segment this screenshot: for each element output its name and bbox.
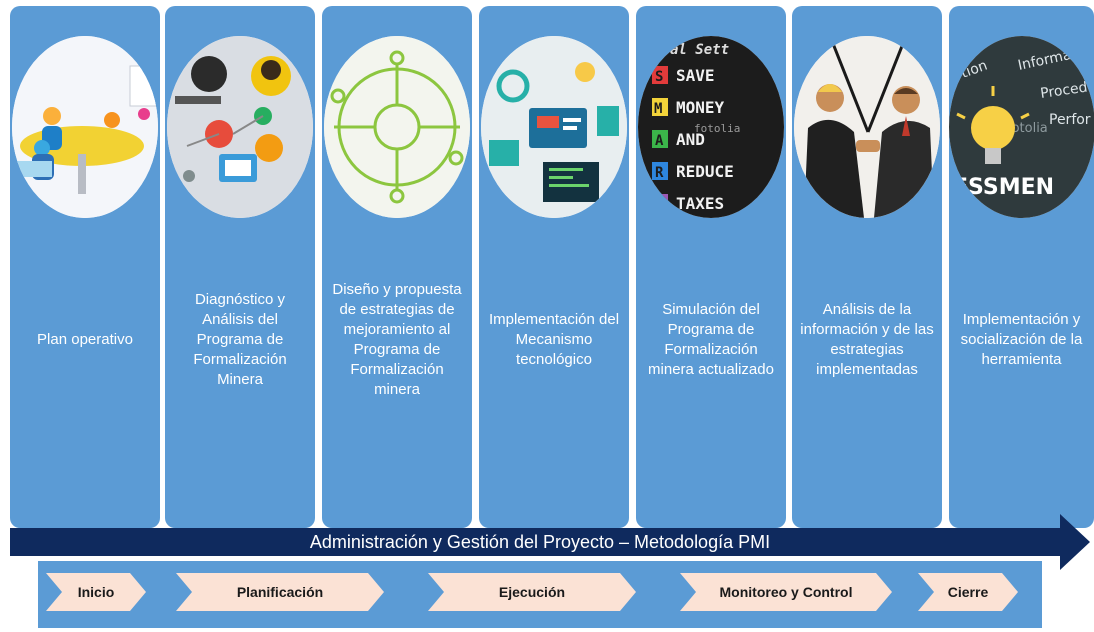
stage-column-6: Análisis de la información y de las estr… [792, 6, 942, 528]
stage-label: Implementación del Mecanismo tecnológico [488, 311, 620, 368]
svg-text:SAVE: SAVE [676, 66, 715, 85]
svg-text:R: R [655, 165, 664, 181]
svg-text:Proced: Proced [1039, 80, 1088, 102]
svg-text:MONEY: MONEY [676, 98, 725, 117]
stage-column-5: al Sett S M A R T SAVE MONEY AND REDUCE … [636, 6, 786, 528]
hub-network-icon [324, 36, 470, 218]
svg-text:S: S [655, 69, 663, 85]
phase-cierre: Cierre [918, 573, 1018, 611]
stage-column-2: Diagnóstico y Análisis del Programa de F… [165, 6, 315, 528]
stage-label: Plan operativo [37, 331, 133, 348]
tech-interface-icon [481, 36, 627, 218]
main-arrow [10, 514, 1094, 570]
svg-text:M: M [654, 101, 662, 117]
svg-text:Perfor: Perfor [1049, 112, 1091, 128]
svg-text:fotolia: fotolia [1007, 121, 1048, 136]
chalkboard-smart-icon: al Sett S M A R T SAVE MONEY AND REDUCE … [638, 36, 784, 218]
svg-text:TAXES: TAXES [676, 194, 724, 213]
team-workspace-icon [167, 36, 313, 218]
stage-label: Diseño y propuesta de estrategias de mej… [332, 281, 462, 398]
phase-ejecucion: Ejecución [428, 573, 636, 611]
phase-monitoreo-control: Monitoreo y Control [680, 573, 892, 611]
phase-planificacion: Planificación [176, 573, 384, 611]
main-arrow-label: Administración y Gestión del Proyecto – … [309, 532, 771, 552]
svg-text:T: T [655, 197, 663, 213]
stage-label: Implementación y socialización de la her… [960, 311, 1083, 368]
stage-column-3: Diseño y propuesta de estrategias de mej… [322, 6, 472, 528]
phase-inicio: Inicio [46, 573, 146, 611]
svg-text:A: A [655, 133, 664, 149]
stage-label: Diagnóstico y Análisis del Programa de F… [193, 291, 287, 388]
stage-label: Simulación del Programa de Formalización… [648, 301, 774, 378]
stage-column-1: Plan operativo [10, 6, 160, 528]
stage-column-4: Implementación del Mecanismo tecnológico [479, 6, 629, 528]
svg-text:AND: AND [676, 130, 705, 149]
svg-text:al Sett: al Sett [670, 42, 729, 58]
meeting-table-people-icon [12, 36, 158, 218]
svg-text:REDUCE: REDUCE [676, 162, 734, 181]
svg-text:ESSMEN: ESSMEN [953, 175, 1054, 200]
svg-text:fotolia: fotolia [694, 122, 740, 135]
business-handshake-icon [794, 36, 940, 218]
stage-column-7: tion Informat Proced Perfor fotolia ESSM… [948, 6, 1094, 528]
stage-label: Análisis de la información y de las estr… [800, 301, 934, 378]
idea-bulb-assessment-icon: tion Informat Proced Perfor fotolia ESSM… [948, 36, 1094, 218]
